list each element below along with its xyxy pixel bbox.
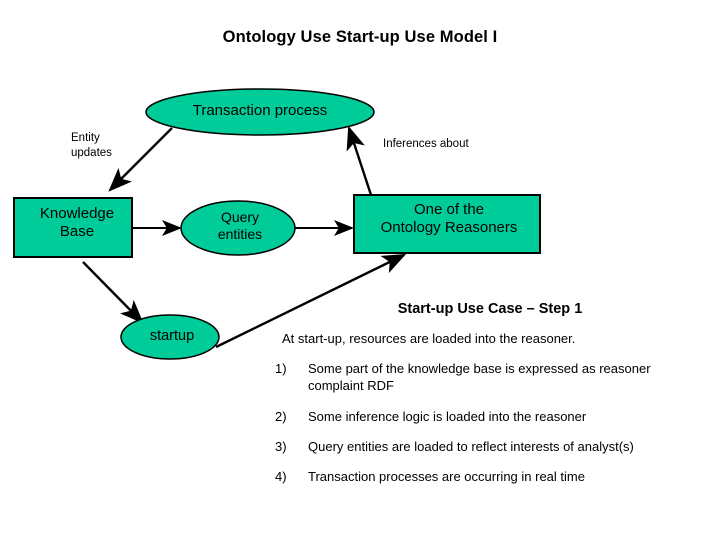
step-marker: 4)	[275, 469, 287, 485]
entity-updates-line-2: updates	[71, 146, 112, 159]
page-title: Ontology Use Start-up Use Model I	[222, 28, 498, 46]
panel-intro-text: At start-up, resources are loaded into t…	[282, 331, 576, 346]
node-query-entities[interactable]	[180, 200, 296, 256]
use-case-panel: Start-up Use Case – Step 1 At start-up, …	[275, 301, 705, 498]
list-item: 4) Transaction processes are occurring i…	[275, 468, 705, 485]
edge-reasoner-to-transaction	[346, 125, 374, 199]
node-transaction-process[interactable]	[145, 88, 375, 136]
list-item: 3) Query entities are loaded to reflect …	[275, 438, 705, 455]
entity-updates-line-1: Entity	[71, 132, 100, 144]
step-marker: 2)	[275, 408, 287, 424]
edge-label-entity-updates: Entity updates	[71, 131, 161, 161]
step-text: Some inference logic is loaded into the …	[308, 408, 587, 424]
list-item: 2) Some inference logic is loaded into t…	[275, 408, 705, 425]
node-startup[interactable]	[120, 314, 220, 360]
edge-transaction-to-knowledge	[108, 127, 173, 192]
node-ontology-reasoners[interactable]	[353, 194, 541, 254]
steps-list: 1) Some part of the knowledge base is ex…	[275, 360, 705, 485]
step-text: Some part of the knowledge base is expre…	[308, 361, 651, 394]
edge-label-inferences-about: Inferences about	[383, 138, 469, 150]
step-text: Query entities are loaded to reflect int…	[308, 438, 634, 454]
node-knowledge-base[interactable]	[13, 197, 133, 258]
step-marker: 3)	[275, 438, 287, 454]
edge-startup-to-reasoner	[215, 253, 407, 349]
edge-knowledge-to-startup	[82, 261, 144, 324]
step-marker: 1)	[275, 361, 287, 376]
step-text: Transaction processes are occurring in r…	[308, 469, 585, 485]
panel-heading: Start-up Use Case – Step 1	[397, 301, 583, 317]
list-item: 1) Some part of the knowledge base is ex…	[275, 360, 705, 395]
